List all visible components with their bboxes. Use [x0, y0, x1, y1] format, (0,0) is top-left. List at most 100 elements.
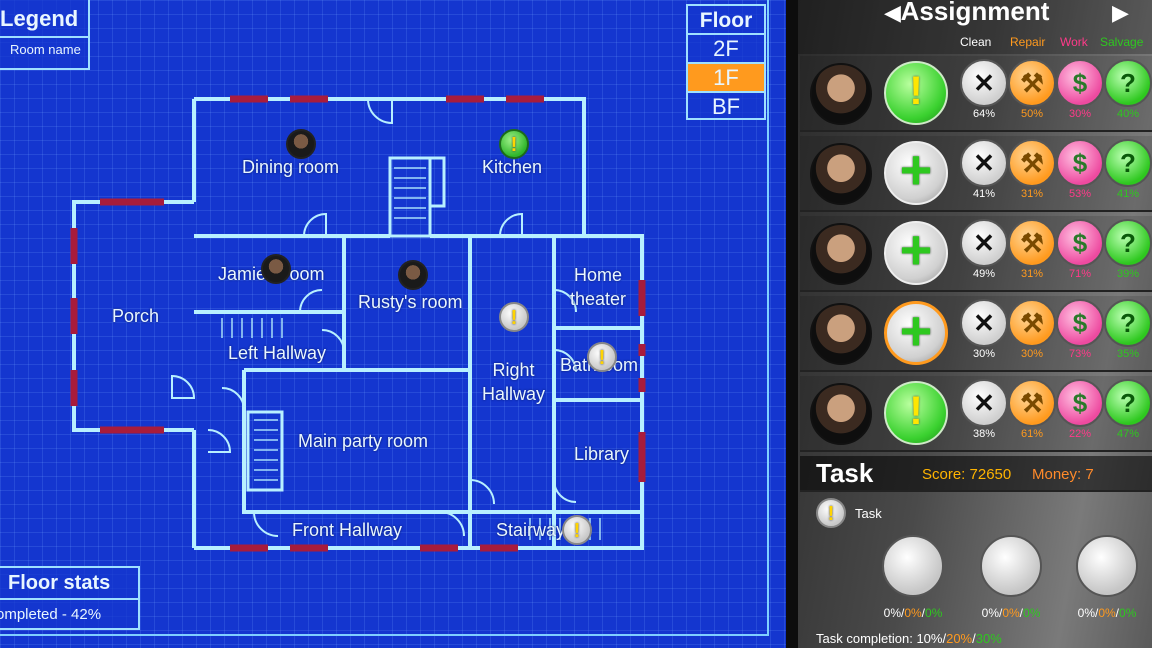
legend-panel: Legend Room name — [0, 0, 90, 70]
task-slot-2-pct: 0%/0%/0% — [981, 606, 1041, 620]
left-arrow-icon[interactable]: ◀ — [884, 0, 901, 25]
slot-salvage-pct: 0% — [1023, 606, 1041, 620]
avatar[interactable] — [810, 223, 872, 285]
slot-repair-pct: 0% — [1002, 606, 1020, 620]
floor-bf-button[interactable]: BF — [711, 94, 741, 119]
salvage-skill-pct: 40% — [1116, 108, 1140, 120]
money-label: Money: 7 — [1032, 466, 1094, 483]
room-kitchen[interactable]: Kitchen — [482, 157, 543, 177]
repair-skill-icon[interactable]: ⚒ — [1008, 139, 1056, 187]
avatar[interactable] — [810, 303, 872, 365]
repair-skill-pct: 50% — [1020, 108, 1044, 120]
salvage-skill-pct: 35% — [1116, 348, 1140, 360]
score-label: Score: 72650 — [922, 466, 1012, 483]
room-library[interactable]: Library — [574, 444, 630, 464]
legend-room-name: Room name — [10, 42, 81, 57]
add-task-button[interactable]: + — [884, 299, 948, 365]
task-slot-1-pct: 0%/0%/0% — [883, 606, 943, 620]
repair-skill-pct: 30% — [1020, 348, 1044, 360]
repair-skill-icon[interactable]: ⚒ — [1008, 59, 1056, 107]
assignment-title: Assignment — [900, 0, 1050, 26]
room-porch[interactable]: Porch — [112, 306, 160, 326]
repair-skill-icon[interactable]: ⚒ — [1008, 299, 1056, 347]
clean-skill-pct: 64% — [972, 108, 996, 120]
clean-skill-icon[interactable]: ✕ — [960, 379, 1008, 427]
repair-skill-icon[interactable]: ⚒ — [1008, 219, 1056, 267]
room-rusty[interactable]: Rusty's room — [358, 292, 463, 312]
clean-skill-icon[interactable]: ✕ — [960, 59, 1008, 107]
salvage-skill-pct: 47% — [1116, 428, 1140, 440]
assigned-task-button[interactable]: ! — [884, 381, 948, 445]
slot-clean-pct: 0% — [883, 606, 901, 620]
category-clean: Clean — [960, 35, 992, 49]
task-alert-pin[interactable]: ! — [499, 302, 529, 332]
character-pin[interactable] — [398, 260, 428, 290]
completion-c: 30% — [975, 631, 1002, 646]
panel-divider — [786, 0, 798, 648]
character-row: +✕41%⚒31%$53%?41% — [800, 136, 1152, 212]
task-slot-3-pct: 0%/0%/0% — [1077, 606, 1137, 620]
floor-2f-button[interactable]: 2F — [688, 35, 764, 64]
work-skill-icon[interactable]: $ — [1056, 219, 1104, 267]
category-repair: Repair — [1010, 35, 1046, 49]
clean-skill-pct: 30% — [972, 348, 996, 360]
avatar[interactable] — [810, 143, 872, 205]
clean-skill-icon[interactable]: ✕ — [960, 219, 1008, 267]
salvage-skill-icon[interactable]: ? — [1104, 59, 1152, 107]
exclamation-icon: ! — [909, 69, 923, 113]
repair-skill-icon[interactable]: ⚒ — [1008, 379, 1056, 427]
task-title: Task — [816, 458, 874, 488]
plus-icon: + — [899, 138, 933, 201]
clean-skill-icon[interactable]: ✕ — [960, 299, 1008, 347]
work-skill-icon[interactable]: $ — [1056, 59, 1104, 107]
add-task-button[interactable]: + — [884, 138, 948, 205]
category-work: Work — [1060, 35, 1088, 49]
clean-skill-pct: 38% — [972, 428, 996, 440]
salvage-skill-icon[interactable]: ? — [1104, 139, 1152, 187]
work-skill-icon[interactable]: $ — [1056, 139, 1104, 187]
room-right-hallway[interactable]: Right Hallway — [482, 360, 546, 404]
work-skill-pct: 30% — [1068, 108, 1092, 120]
room-home-theater[interactable]: Home theater — [570, 265, 627, 309]
clean-skill-icon[interactable]: ✕ — [960, 139, 1008, 187]
task-alert-pin[interactable]: ! — [499, 129, 529, 159]
blueprint-map: Legend Room name Floor 2F 1F BF Floor st… — [0, 0, 790, 648]
work-skill-icon[interactable]: $ — [1056, 299, 1104, 347]
floor-selector: Floor 2F 1F BF — [686, 4, 766, 120]
character-row: ! ✕38% ⚒61% $22%?47% — [800, 376, 1152, 452]
floor-stats-panel: Floor stats ompleted - 42% — [0, 566, 140, 630]
avatar[interactable] — [810, 63, 872, 125]
work-skill-pct: 22% — [1068, 428, 1092, 440]
task-slot-2[interactable] — [980, 535, 1042, 597]
assignment-header: ◀ Assignment ▶ Clean Repair Work Salvage — [798, 0, 1152, 54]
right-arrow-icon[interactable]: ▶ — [1112, 0, 1129, 25]
character-pin[interactable] — [261, 254, 291, 284]
exclamation-icon: ! — [909, 389, 923, 433]
room-front-hallway[interactable]: Front Hallway — [292, 520, 403, 540]
task-completion: Task completion: 10%/20%/30% — [816, 631, 1002, 646]
floor-1f-button[interactable]: 1F — [688, 64, 764, 93]
category-salvage: Salvage — [1100, 35, 1144, 49]
room-dining[interactable]: Dining room — [242, 157, 340, 177]
room-stairway[interactable]: Stairway — [496, 520, 566, 540]
task-label: Task — [855, 506, 882, 521]
salvage-skill-icon[interactable]: ? — [1104, 379, 1152, 427]
slot-salvage-pct: 0% — [925, 606, 943, 620]
avatar[interactable] — [810, 383, 872, 445]
salvage-skill-icon[interactable]: ? — [1104, 299, 1152, 347]
exclamation-icon: ! — [510, 307, 518, 329]
assigned-task-button[interactable]: ! — [884, 61, 948, 125]
add-task-button[interactable]: + — [884, 218, 948, 285]
work-skill-pct: 73% — [1068, 348, 1092, 360]
task-slot-3[interactable] — [1076, 535, 1138, 597]
repair-skill-pct: 61% — [1020, 428, 1044, 440]
salvage-skill-icon[interactable]: ? — [1104, 219, 1152, 267]
character-pin[interactable] — [286, 129, 316, 159]
room-main-party[interactable]: Main party room — [298, 431, 429, 451]
task-alert-pin[interactable]: ! — [562, 515, 592, 545]
task-alert-pin[interactable]: ! — [587, 342, 617, 372]
room-left-hallway[interactable]: Left Hallway — [228, 343, 327, 363]
work-skill-icon[interactable]: $ — [1056, 379, 1104, 427]
task-slot-1[interactable] — [882, 535, 944, 597]
character-row: +✕30%⚒30%$73%?35% — [800, 296, 1152, 372]
